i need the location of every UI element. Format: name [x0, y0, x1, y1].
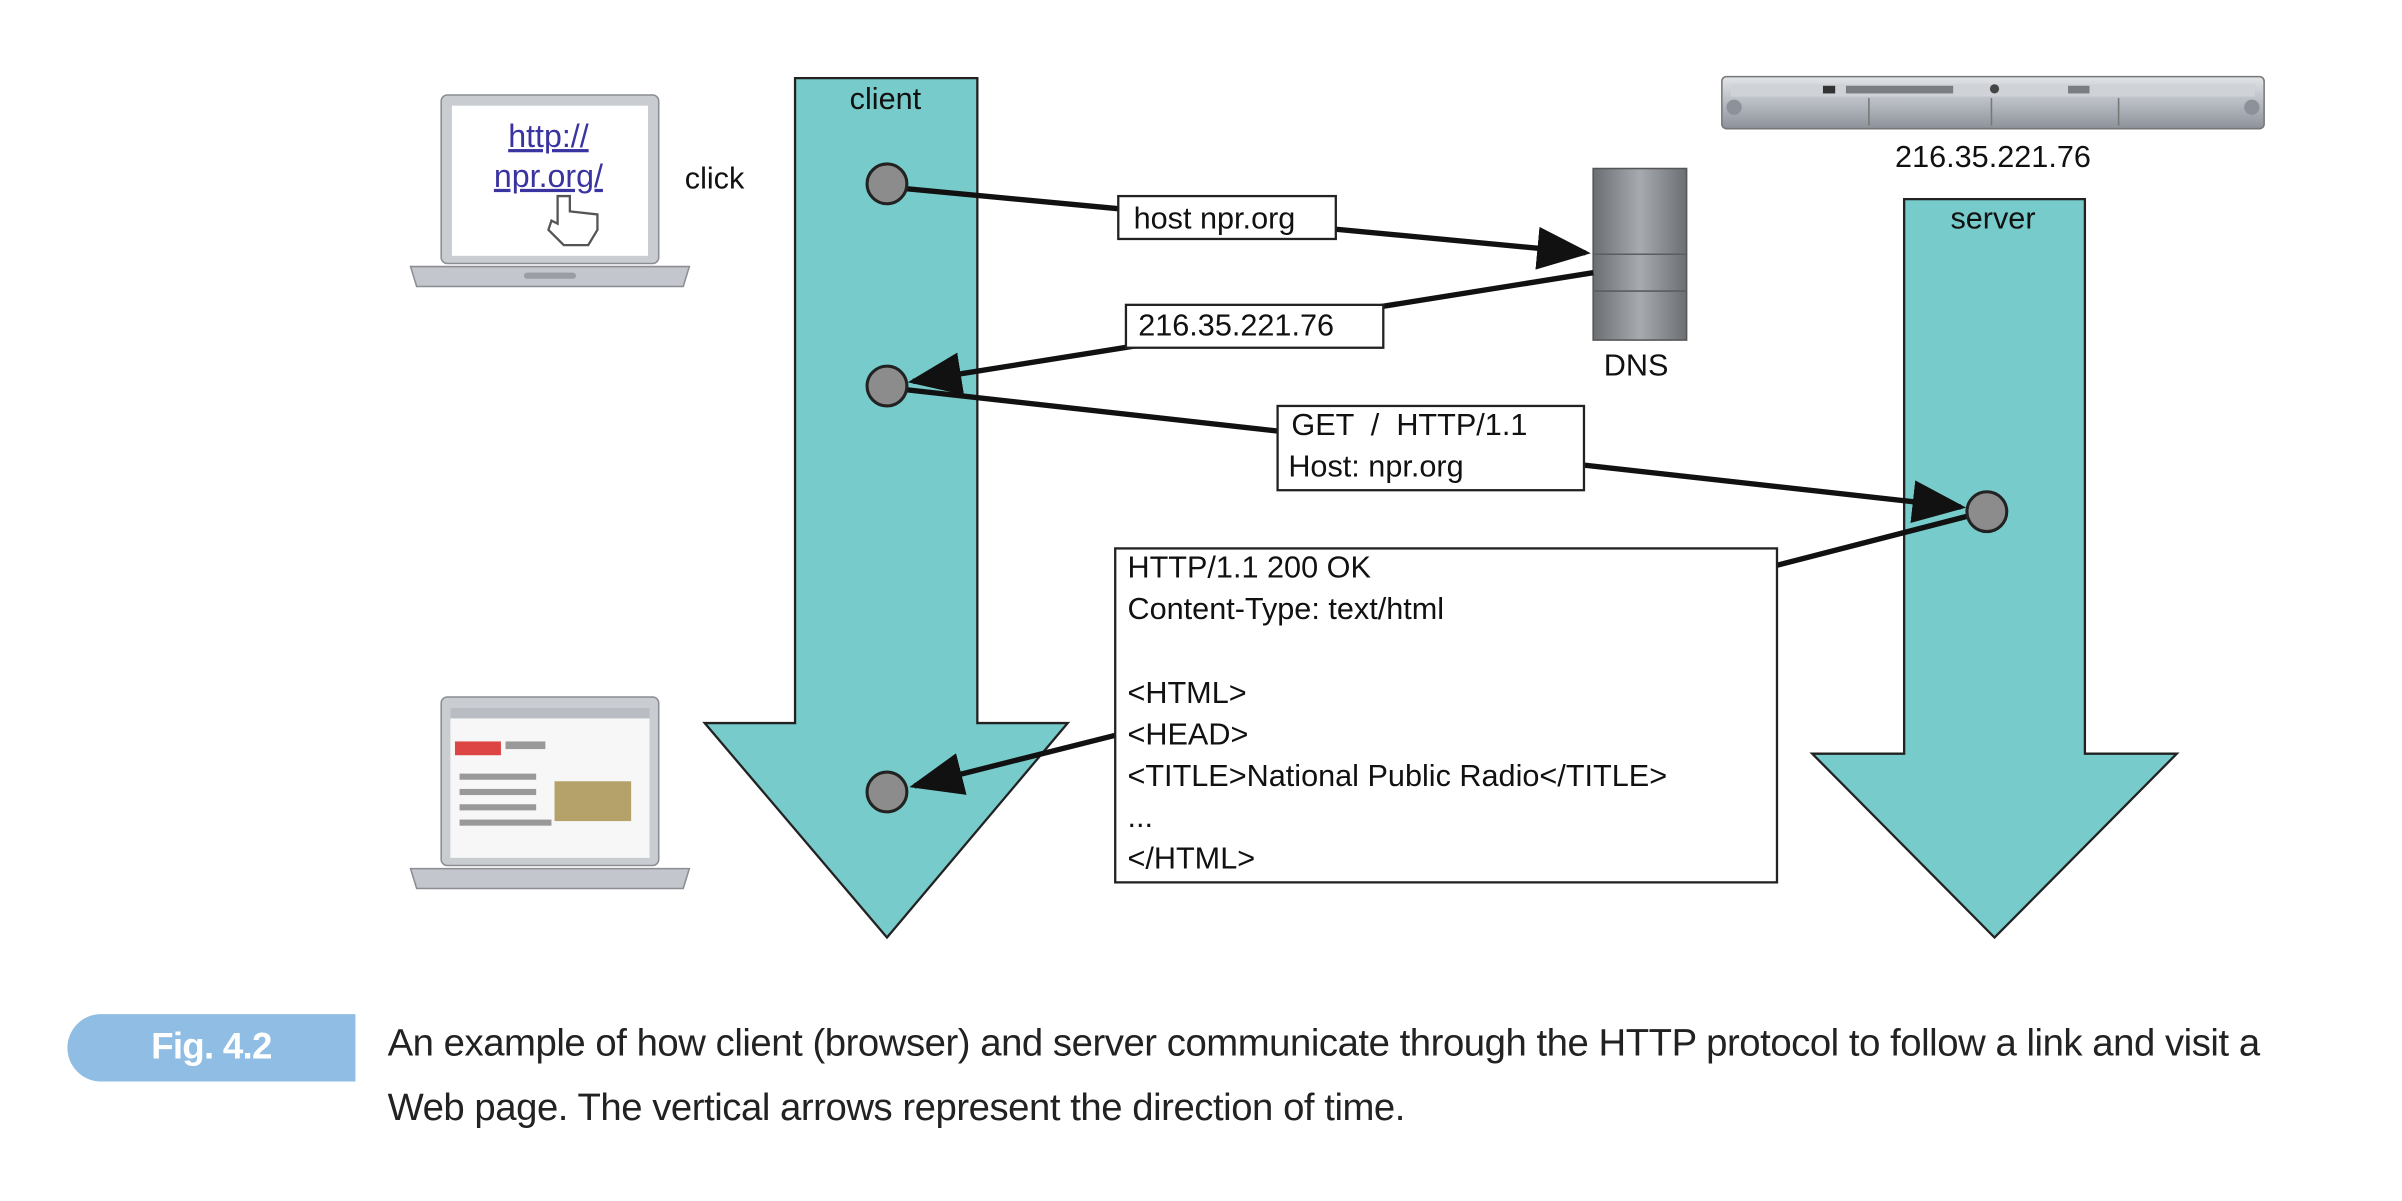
response-line-6: <TITLE>National Public Radio</TITLE> — [1127, 759, 1667, 793]
hand-cursor-icon — [547, 194, 599, 247]
dns-server-icon — [1592, 167, 1688, 341]
client-node-2 — [865, 364, 909, 408]
figure-tag: Fig. 4.2 — [67, 1014, 356, 1082]
http-diagram: client server 216.35.221.76 DNS http:// … — [409, 75, 2265, 940]
dns-query-label: host npr.org — [1134, 201, 1296, 235]
laptop-url-line2: npr.org/ — [494, 158, 603, 194]
request-line-2: Host: npr.org — [1288, 449, 1463, 483]
client-node-1 — [865, 162, 909, 206]
response-line-8: </HTML> — [1127, 842, 1255, 876]
response-line-5: <HEAD> — [1127, 717, 1248, 751]
server-ip: 216.35.221.76 — [1895, 140, 2091, 174]
server-label: server — [1950, 201, 2035, 235]
request-line-1: GET / HTTP/1.1 — [1291, 408, 1527, 442]
server-rack-icon — [1721, 75, 2265, 130]
figure-caption: An example of how client (browser) and s… — [387, 1021, 2261, 1130]
client-node-3 — [865, 770, 909, 814]
laptop-page-icon — [409, 696, 691, 890]
response-line-7: ... — [1127, 800, 1153, 834]
dns-label: DNS — [1604, 348, 1669, 382]
server-node — [1965, 490, 2009, 534]
response-text: HTTP/1.1 200 OK Content-Type: text/html … — [1127, 551, 1667, 876]
response-return-line — [909, 732, 1116, 795]
client-label: client — [850, 82, 922, 116]
client-timeline-arrow — [702, 76, 1071, 940]
dns-reply-label: 216.35.221.76 — [1138, 308, 1334, 342]
response-line-2: Content-Type: text/html — [1127, 592, 1444, 626]
server-timeline-arrow — [1809, 197, 2180, 940]
laptop-url-line1: http:// — [508, 118, 589, 154]
click-label: click — [685, 161, 745, 195]
response-line-4: <HTML> — [1127, 676, 1246, 710]
response-line-1: HTTP/1.1 200 OK — [1127, 551, 1371, 585]
response-line — [1776, 509, 1986, 568]
